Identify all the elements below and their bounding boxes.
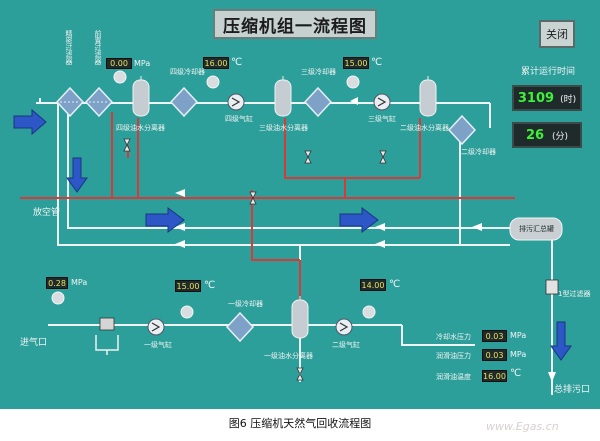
mid-temp-1-unit: ℃: [204, 280, 216, 291]
mid-temp-2-value: 14.00: [360, 279, 386, 291]
inlet-pressure-value: 0.28: [46, 277, 68, 289]
hmi-screen: 压缩机组一流程图 关闭 累计运行时间 3109 (时) 26 (分) 0.00 …: [0, 0, 600, 409]
label-cooler-1: 一级冷却器: [228, 300, 263, 308]
label-sep-4: 四级油水分离器: [116, 124, 165, 132]
condensate-pipes: [20, 112, 515, 300]
label-drain-valve: 1型过滤器: [558, 290, 591, 298]
big-flow-arrows: [13, 108, 572, 361]
top-pressure-value: 0.00: [106, 58, 132, 69]
label-vent: 放空管: [33, 208, 61, 218]
readout-value-oil-pressure: 0.03: [482, 349, 507, 361]
runtime-label: 累计运行时间: [521, 67, 576, 77]
readout-label-cooling-water: 冷却水压力: [436, 333, 471, 341]
gauge-dials: [51, 70, 376, 319]
valves: [99, 138, 559, 381]
mid-temp-2-unit: ℃: [389, 279, 401, 290]
readout-label-oil-pressure: 润滑油压力: [436, 352, 471, 360]
readout-unit-oil-pressure: MPa: [510, 350, 527, 359]
label-sep-3: 三级油水分离器: [259, 124, 308, 132]
label-cyl-3: 三级气缸: [368, 115, 396, 123]
readout-value-oil-temp: 16.00: [482, 370, 507, 382]
label-drain-outlet: 总排污口: [554, 385, 591, 395]
readout-unit-cooling-water: MPa: [510, 331, 527, 340]
top-temp-1-unit: ℃: [231, 57, 243, 68]
watermark: www.Egas.cn: [486, 420, 559, 433]
filters: [55, 86, 114, 118]
readout-value-cooling-water: 0.03: [482, 330, 507, 342]
label-cyl-1: 一级气缸: [144, 341, 172, 349]
separators: [132, 76, 437, 339]
top-temp-2-unit: ℃: [371, 57, 383, 68]
page-title: 压缩机组一流程图: [213, 9, 377, 39]
drain-tank-shape: [509, 217, 563, 241]
runtime-minutes-unit: (分): [552, 131, 569, 142]
runtime-hours-value: 3109: [517, 90, 555, 106]
runtime-hours-display: 3109 (时): [512, 85, 582, 111]
label-cyl-4: 四级气缸: [225, 115, 253, 123]
process-diagram: [13, 70, 572, 395]
label-cyl-2: 二级气缸: [332, 341, 360, 349]
close-button[interactable]: 关闭: [539, 20, 575, 48]
coolers: [169, 86, 477, 343]
label-cooler-4: 四级冷却器: [170, 68, 205, 76]
label-pre-filter: 前置过滤器: [94, 30, 102, 65]
label-sep-2: 二级油水分离器: [400, 124, 449, 132]
runtime-hours-unit: (时): [560, 94, 577, 105]
runtime-minutes-value: 26: [525, 127, 545, 143]
label-inlet: 进气口: [20, 338, 48, 348]
top-pressure-unit: MPa: [134, 59, 151, 68]
runtime-minutes-display: 26 (分): [512, 122, 582, 148]
label-drain-tank: 排污汇总罐: [519, 225, 554, 233]
mid-temp-1-value: 15.00: [175, 280, 201, 292]
readout-unit-oil-temp: ℃: [510, 368, 522, 379]
figure-caption: 图6 压缩机天然气回收流程图: [228, 417, 372, 430]
top-temp-2-value: 15.00: [343, 57, 369, 69]
top-temp-1-value: 16.00: [203, 57, 229, 69]
inlet-pressure-unit: MPa: [71, 278, 88, 287]
label-sep-1: 一级油水分离器: [264, 352, 313, 360]
label-cooler-2: 二级冷却器: [461, 148, 496, 156]
label-precision-filter: 精密过滤器: [65, 30, 73, 65]
readout-label-oil-temp: 润滑油温度: [436, 373, 471, 381]
label-cooler-3: 三级冷却器: [301, 68, 336, 76]
